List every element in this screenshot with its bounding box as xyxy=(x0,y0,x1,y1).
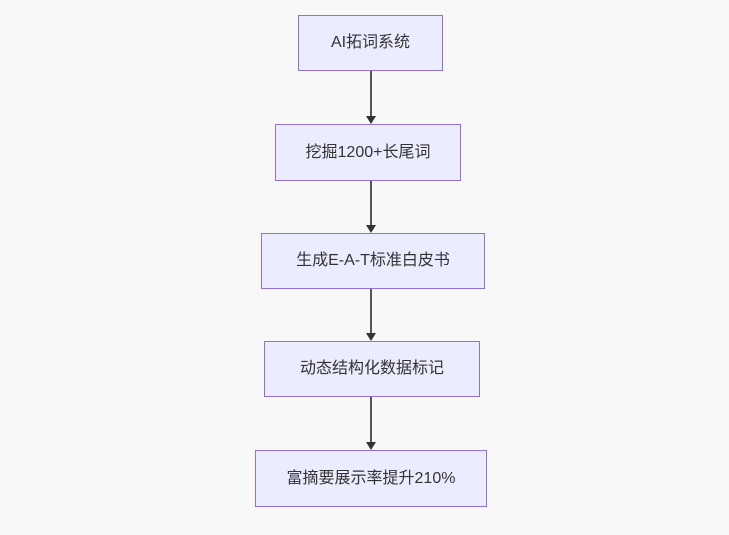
arrow-down-icon xyxy=(366,333,376,341)
node-label: 富摘要展示率提升210% xyxy=(286,469,456,487)
node-label: 挖掘1200+长尾词 xyxy=(305,143,431,161)
arrow-down-icon xyxy=(366,116,376,124)
arrow-down-icon xyxy=(366,442,376,450)
edge-line xyxy=(370,397,372,442)
flow-node-rich-snippet-result: 富摘要展示率提升210% xyxy=(255,450,487,507)
flow-node-eat-whitepaper: 生成E-A-T标准白皮书 xyxy=(261,233,485,289)
flow-node-structured-data-markup: 动态结构化数据标记 xyxy=(264,341,480,397)
edge-line xyxy=(370,289,372,333)
flow-edge-b-c xyxy=(366,181,376,233)
edge-line xyxy=(370,181,372,225)
flow-node-longtail-mining: 挖掘1200+长尾词 xyxy=(275,124,461,181)
edge-line xyxy=(370,71,372,116)
node-label: AI拓词系统 xyxy=(330,34,411,52)
flow-edge-a-b xyxy=(366,71,376,124)
flow-node-ai-keyword-system: AI拓词系统 xyxy=(298,15,443,71)
flow-edge-d-e xyxy=(366,397,376,450)
arrow-down-icon xyxy=(366,225,376,233)
node-label: 生成E-A-T标准白皮书 xyxy=(296,252,450,270)
flow-edge-c-d xyxy=(366,289,376,341)
node-label: 动态结构化数据标记 xyxy=(299,360,444,378)
